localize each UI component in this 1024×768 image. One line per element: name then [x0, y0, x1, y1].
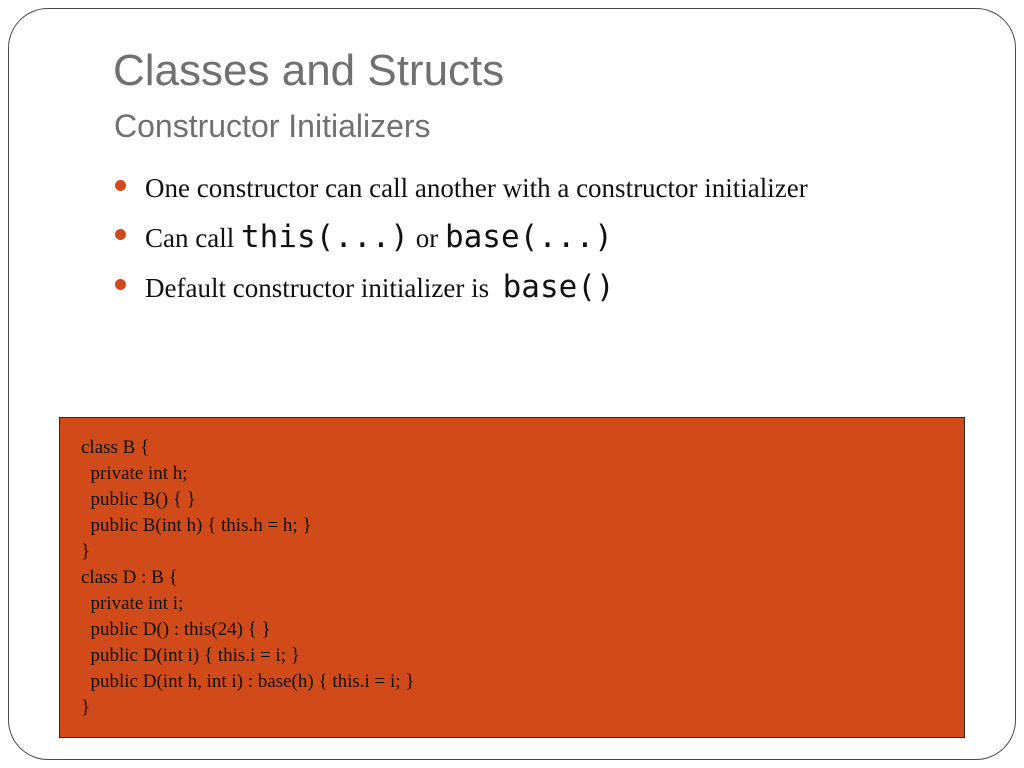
code-line: private int h; — [81, 463, 188, 484]
code-inline-base-default: base() — [502, 269, 615, 305]
slide-subtitle: Constructor Initializers — [114, 108, 431, 144]
code-line: } — [81, 697, 91, 718]
code-inline-base: base(...) — [444, 219, 613, 255]
bullet-text: Default constructor initializer is — [145, 273, 503, 303]
code-line: } — [81, 541, 91, 562]
code-line: class D : B { — [81, 567, 178, 588]
bullet-item: Default constructor initializer is base(… — [113, 267, 873, 308]
code-inline-this: this(...) — [240, 219, 409, 255]
bullet-text: Can call — [145, 223, 241, 253]
code-line: public D(int h, int i) : base(h) { this.… — [81, 671, 415, 692]
code-line: public B(int h) { this.h = h; } — [81, 515, 312, 536]
slide-frame — [8, 8, 1016, 760]
code-line: public B() { } — [81, 489, 196, 510]
bullet-dot-icon — [115, 229, 126, 240]
bullet-text: or — [408, 223, 445, 253]
bullet-dot-icon — [115, 180, 126, 191]
bullet-dot-icon — [115, 279, 126, 290]
code-line: public D(int i) { this.i = i; } — [81, 645, 300, 666]
code-line: public D() : this(24) { } — [81, 619, 271, 640]
bullet-list: One constructor can call another with a … — [113, 168, 873, 308]
code-line: class B { — [81, 437, 150, 458]
slide-title: Classes and Structs — [113, 46, 505, 95]
code-line: private int i; — [81, 593, 184, 614]
code-box: class B { private int h; public B() { } … — [59, 417, 965, 738]
bullet-item: One constructor can call another with a … — [113, 168, 873, 208]
bullet-item: Can call this(...) or base(...) — [113, 217, 873, 258]
bullet-text: One constructor can call another with a … — [145, 173, 808, 203]
